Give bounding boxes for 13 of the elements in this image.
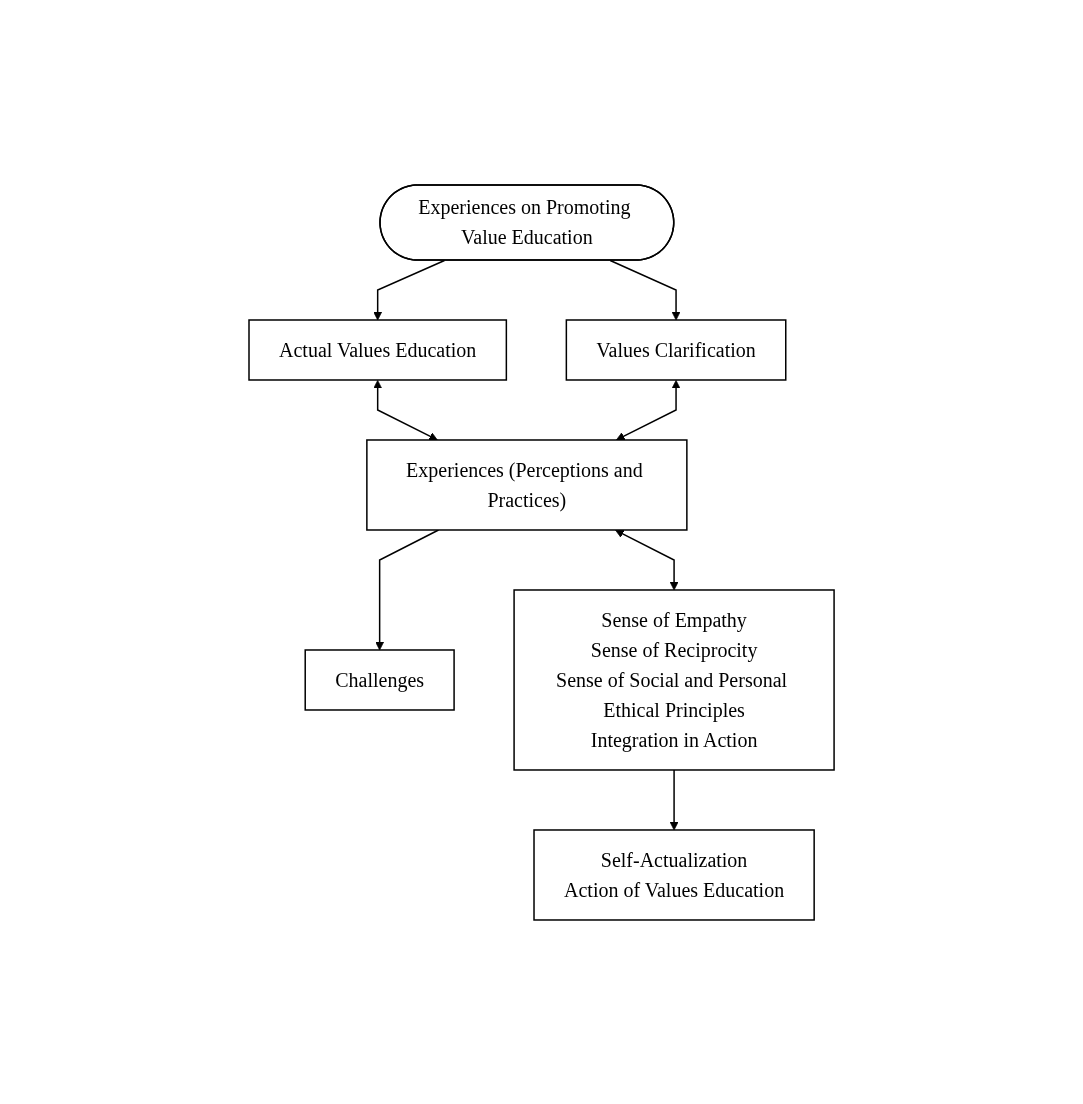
node-box: Actual Values Education bbox=[248, 318, 508, 381]
arrow bbox=[373, 259, 446, 320]
arrow bbox=[615, 379, 681, 440]
node-box: Challenges bbox=[304, 648, 455, 711]
node-box: Sense of Empathy Sense of Reciprocity Sense of Social and Personal Ethical Principles Integration in Action bbox=[513, 588, 835, 771]
node-box: Values Clarification bbox=[565, 318, 787, 381]
arrow bbox=[615, 529, 679, 590]
arrow bbox=[669, 768, 679, 830]
arrow bbox=[375, 528, 440, 650]
node-box: Self-Actualization Action of Values Education bbox=[533, 828, 815, 921]
arrow bbox=[609, 259, 681, 320]
node-box: Experiences (Perceptions and Practices) bbox=[366, 438, 688, 531]
arrow bbox=[373, 379, 438, 440]
